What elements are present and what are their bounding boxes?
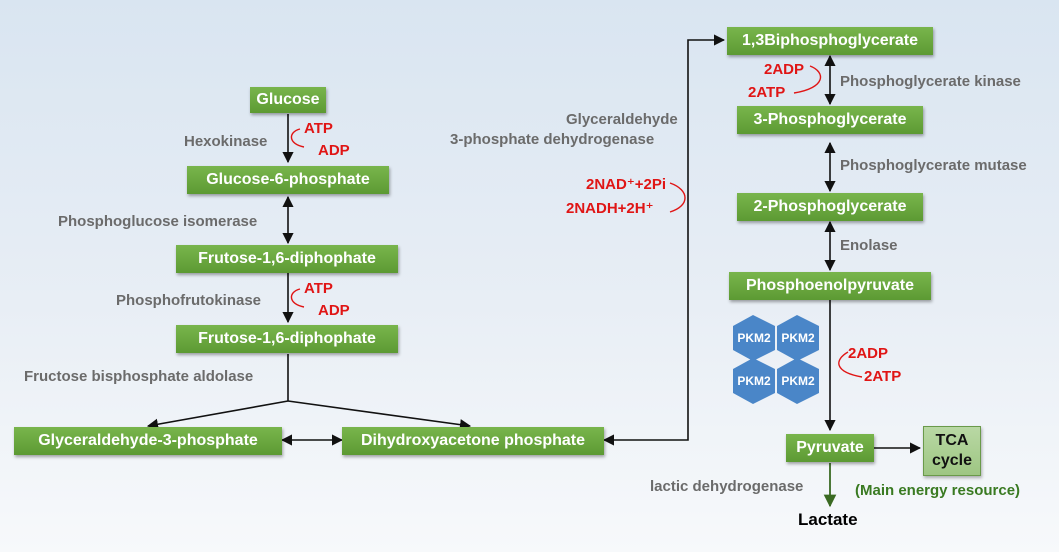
node-2-phosphoglycerate: 2-Phosphoglycerate	[737, 193, 923, 221]
node-glyceraldehyde-3-phosphate: Glyceraldehyde-3-phosphate	[14, 427, 282, 455]
node-glucose: Glucose	[250, 87, 326, 113]
enzyme-lactic-dehydrogenase: lactic dehydrogenase	[650, 478, 804, 495]
node-pyruvate: Pyruvate	[786, 434, 874, 462]
enzyme-aldolase: Fructose bisphosphate aldolase	[24, 368, 254, 385]
enzyme-phosphoglucose-isomerase: Phosphoglucose isomerase	[58, 213, 258, 230]
enzyme-phosphoglycerate-kinase: Phosphoglycerate kinase	[840, 73, 1021, 90]
cofactor-adp-2: ADP	[318, 302, 350, 319]
pkm2-label-2: PKM2	[781, 331, 815, 345]
arrow-dhap-bpg	[602, 34, 726, 446]
enzyme-phosphoglycerate-mutase: Phosphoglycerate mutase	[840, 157, 1027, 174]
cofactor-adp-1: ADP	[318, 142, 350, 159]
node-frutose-1-6-diphophate-a: Frutose-1,6-diphophate	[176, 245, 398, 273]
cofactor-2atp-pgk: 2ATP	[748, 84, 786, 101]
cofactor-nadh: 2NADH+2H⁺	[566, 200, 654, 217]
arrow-split-gap	[146, 400, 289, 430]
node-tca-cycle: TCA cycle	[923, 426, 981, 476]
enzyme-enolase: Enolase	[840, 237, 898, 254]
cofactor-2adp-pk: 2ADP	[848, 345, 889, 362]
node-lactate: Lactate	[798, 510, 858, 529]
curve-adp-atp-pgk	[793, 65, 822, 94]
cofactor-nad: 2NAD⁺+2Pi	[586, 176, 667, 193]
pkm2-hex-1	[733, 315, 775, 361]
node-dihydroxyacetone-phosphate: Dihydroxyacetone phosphate	[342, 427, 604, 455]
tca-line-1: TCA	[935, 432, 969, 449]
enzyme-phosphofrutokinase: Phosphofrutokinase	[116, 292, 262, 309]
node-1-3-biphosphoglycerate: 1,3Biphosphoglycerate	[727, 27, 933, 55]
cofactor-atp-2: ATP	[304, 280, 333, 297]
node-3-phosphoglycerate: 3-Phosphoglycerate	[737, 106, 923, 134]
pkm2-label-4: PKM2	[781, 374, 815, 388]
node-glucose-6-phosphate: Glucose-6-phosphate	[187, 166, 389, 194]
pkm2-label-1: PKM2	[737, 331, 771, 345]
enzyme-gapdh-line-2: 3-phosphate dehydrogenase	[450, 131, 655, 148]
tca-line-2: cycle	[931, 452, 973, 469]
cofactor-atp-1: ATP	[304, 120, 333, 137]
cofactor-2atp-pk: 2ATP	[864, 368, 902, 385]
pkm2-hex-2	[777, 315, 819, 361]
cofactor-2adp-pgk: 2ADP	[764, 61, 805, 78]
curve-adp-atp-pk	[838, 351, 863, 378]
arrow-split-dhap	[287, 400, 472, 431]
curve-nad-nadh	[669, 182, 686, 213]
enzyme-hexokinase: Hexokinase	[184, 133, 268, 150]
pkm2-label-3: PKM2	[737, 374, 771, 388]
curve-atp-adp-1	[290, 128, 305, 148]
pkm2-hex-3	[733, 358, 775, 404]
node-frutose-1-6-diphophate-b: Frutose-1,6-diphophate	[176, 325, 398, 353]
pkm2-hex-4	[777, 358, 819, 404]
enzyme-gapdh-line-1: Glyceraldehyde	[566, 111, 678, 128]
note-main-energy-resource: (Main energy resource)	[855, 482, 1021, 499]
node-phosphoenolpyruvate: Phosphoenolpyruvate	[729, 272, 931, 300]
curve-atp-adp-2	[290, 288, 305, 308]
